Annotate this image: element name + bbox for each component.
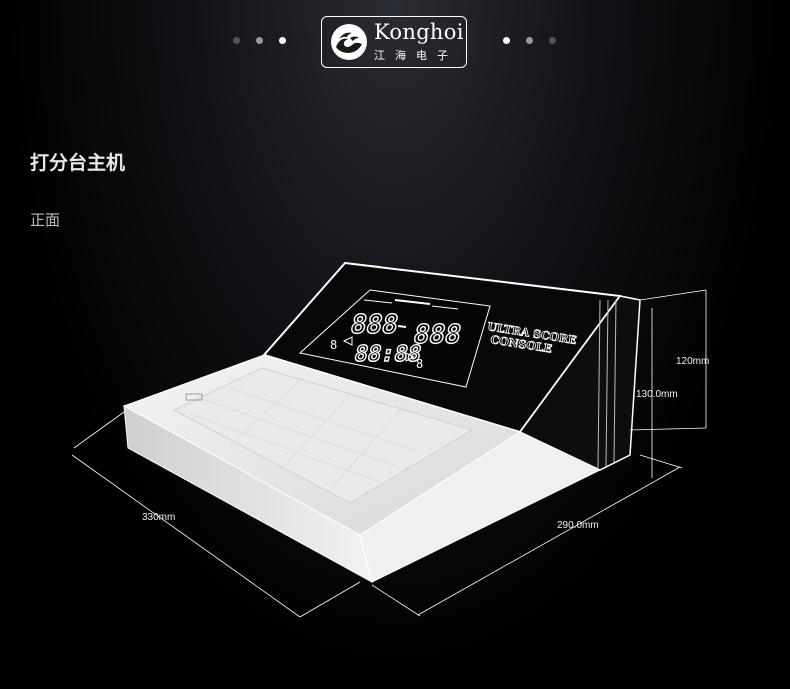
display-side-right: 8 — [416, 357, 423, 371]
dimension-panel-height: 130.0mm — [636, 389, 678, 400]
carousel-dot[interactable] — [503, 37, 510, 44]
brand-name-cn: 江海电子 — [374, 49, 458, 62]
dimension-depth: 290.0mm — [557, 520, 599, 531]
brand-name: Konghoi — [374, 20, 464, 44]
console-base-right — [359, 431, 602, 583]
carousel-dot[interactable] — [233, 37, 240, 44]
carousel-dot[interactable] — [279, 37, 286, 44]
carousel-dot[interactable] — [256, 37, 263, 44]
carousel-dot[interactable] — [549, 37, 556, 44]
display-digits-left: 888 — [348, 310, 401, 340]
display-screen — [298, 289, 491, 388]
top-navigation: Konghoi 江海电子 — [0, 0, 790, 80]
display-digits-clock: 88:88 — [352, 341, 424, 367]
console-panel-side — [518, 295, 641, 471]
dimension-height: 120mm — [676, 356, 709, 367]
wave-icon — [331, 24, 367, 60]
brand-logo[interactable]: Konghoi 江海电子 — [321, 16, 467, 68]
console-keypad-area — [172, 367, 474, 504]
dimension-length: 330mm — [142, 512, 175, 523]
display-side-left: 8 — [330, 338, 337, 352]
section-title: 打分台主机 — [30, 152, 126, 174]
display-digits-right: 888 — [411, 320, 464, 350]
section-subtitle: 正面 — [30, 211, 61, 229]
carousel-dot[interactable] — [526, 37, 533, 44]
